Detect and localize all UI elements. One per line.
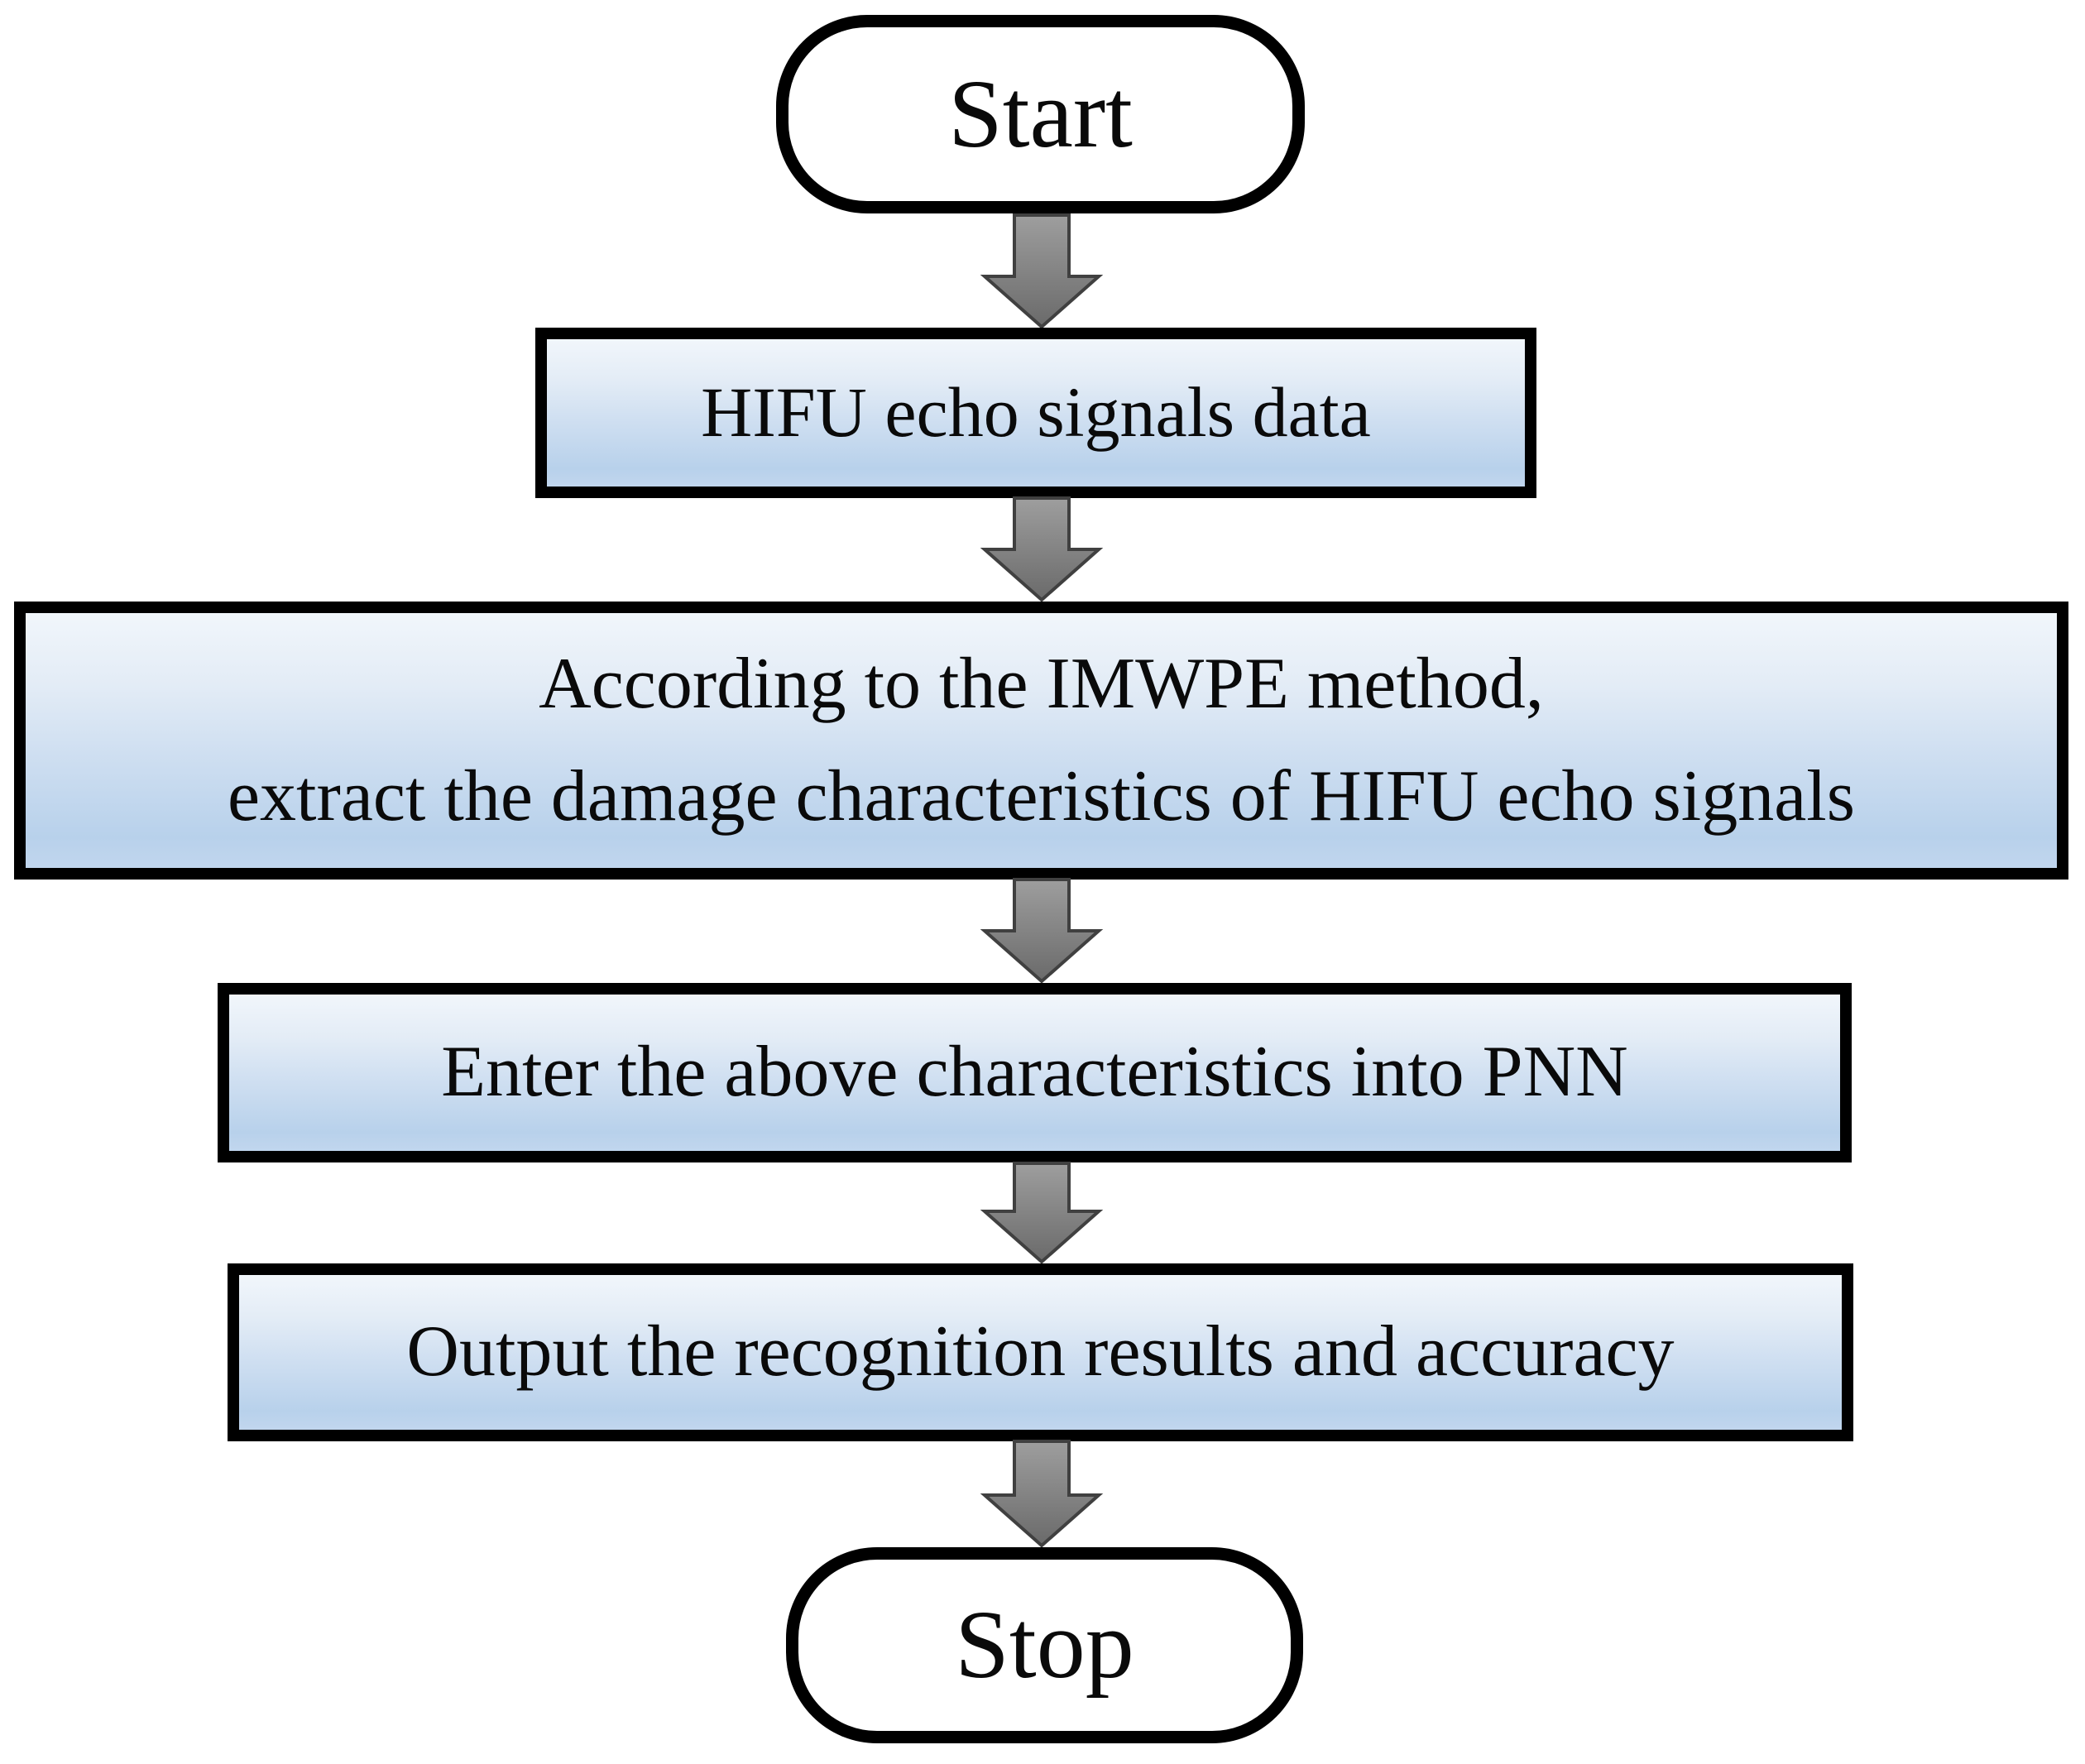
flow-node-output-results: Output the recognition results and accur… <box>228 1263 1853 1441</box>
flow-node-enter-pnn: Enter the above characteristics into PNN <box>218 983 1852 1162</box>
down-arrow-icon <box>980 496 1104 602</box>
node-label-hifu-data: HIFU echo signals data <box>701 372 1371 453</box>
flow-node-stop: Stop <box>786 1547 1303 1743</box>
node-label-output-results: Output the recognition results and accur… <box>406 1311 1675 1393</box>
node-label-start: Start <box>948 59 1133 168</box>
node-label-imwpe-extract: According to the IMWPE method, extract t… <box>228 643 1855 836</box>
flow-arrow-3 <box>980 878 1104 984</box>
node-label-stop: Stop <box>955 1590 1134 1699</box>
node-label-enter-pnn: Enter the above characteristics into PNN <box>441 1032 1628 1113</box>
flow-arrow-4 <box>980 1162 1104 1264</box>
down-arrow-icon <box>980 213 1104 329</box>
flow-node-start: Start <box>776 15 1305 213</box>
flow-arrow-5 <box>980 1440 1104 1548</box>
flow-node-hifu-data: HIFU echo signals data <box>535 328 1536 498</box>
flow-arrow-2 <box>980 496 1104 602</box>
flow-arrow-1 <box>980 213 1104 329</box>
down-arrow-icon <box>980 1440 1104 1548</box>
down-arrow-icon <box>980 878 1104 984</box>
flow-node-imwpe-extract: According to the IMWPE method, extract t… <box>14 602 2068 880</box>
down-arrow-icon <box>980 1162 1104 1264</box>
